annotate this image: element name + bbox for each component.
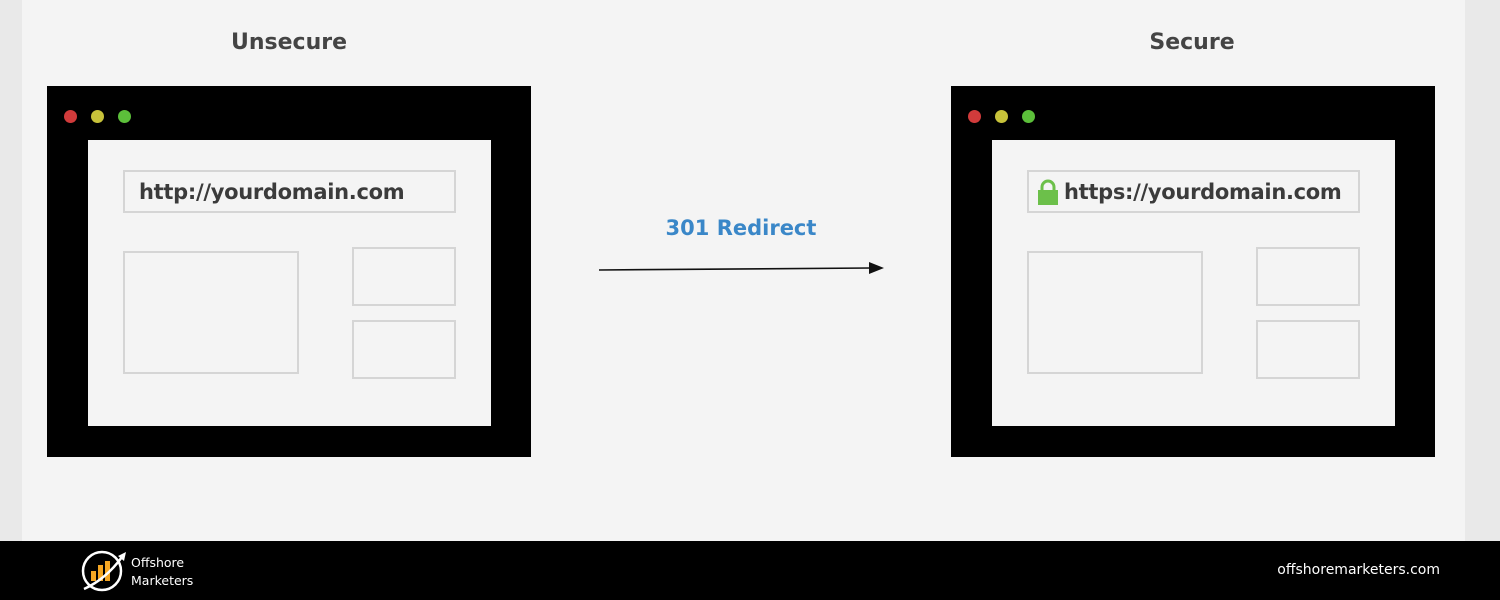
url-bar: https://yourdomain.com [1027,170,1360,213]
browser-viewport: https://yourdomain.com [992,140,1395,426]
close-dot-icon [64,110,77,123]
redirect-label: 301 Redirect [665,216,817,240]
url-text: http://yourdomain.com [139,179,405,204]
maximize-dot-icon [118,110,131,123]
browser-viewport: http://yourdomain.com [88,140,491,426]
minimize-dot-icon [995,110,1008,123]
content-block-large [1027,251,1203,374]
maximize-dot-icon [1022,110,1035,123]
footer: Offshore Marketers offshoremarketers.com [0,541,1500,600]
content-block-small [1256,247,1360,306]
content-block-small [352,247,456,306]
url-bar: http://yourdomain.com [123,170,456,213]
unsecure-title: Unsecure [230,30,347,55]
url-text: https://yourdomain.com [1064,179,1342,204]
brand-line-2: Marketers [131,573,194,588]
minimize-dot-icon [91,110,104,123]
website-link[interactable]: offshoremarketers.com [1277,562,1440,578]
content-block-small [1256,320,1360,379]
padlock-icon [1038,179,1058,205]
brand-line-1: Offshore [131,555,185,570]
content-block-large [123,251,299,374]
secure-title: Secure [1149,30,1235,55]
secure-browser-window: https://yourdomain.com [951,86,1435,457]
unsecure-browser-window: http://yourdomain.com [47,86,531,457]
offshore-marketers-logo-icon [81,550,126,592]
redirect-arrow-icon [598,262,884,274]
brand-name: Offshore Marketers [131,554,193,590]
close-dot-icon [968,110,981,123]
content-block-small [352,320,456,379]
